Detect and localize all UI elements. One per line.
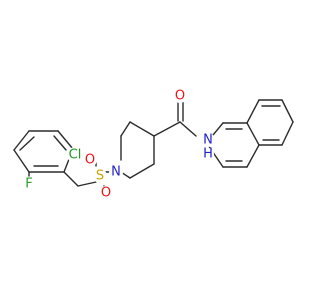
atom-o-carbonyl: O <box>175 89 185 104</box>
atom-h-amide: H <box>203 147 213 162</box>
atom-o-sulfonyl-left: O <box>85 153 95 168</box>
atom-bg-n-amide <box>201 133 215 147</box>
atom-bg-o-carbonyl <box>173 89 187 103</box>
atom-o-sulfonyl-right: O <box>101 186 111 201</box>
atom-n-amide: N <box>203 133 213 148</box>
bond-aryl-5 <box>13 149 30 173</box>
atom-bg-o-sulfonyl-right <box>99 186 113 200</box>
bond-aryl-4 <box>13 130 30 151</box>
atom-label-layer: O N H N S O O Cl F <box>22 89 215 201</box>
bond-pip-c3-c2 <box>129 163 155 179</box>
bond-pip-c5-c4 <box>129 121 155 137</box>
bond-carbonyl-to-n <box>179 121 197 137</box>
atom-n-piperidine: N <box>111 165 121 180</box>
atom-f: F <box>25 177 32 192</box>
atom-bg-cl <box>67 147 83 163</box>
molecule-diagram: O N H N S O O Cl F <box>13 89 294 201</box>
bond-naph-9 <box>246 144 260 168</box>
bond-pip-c6-c5 <box>120 121 131 137</box>
atom-s-sulfonyl: S <box>96 169 104 184</box>
atom-bg-n-piperidine <box>109 165 123 179</box>
bond-layer <box>13 99 294 191</box>
bond-naph-8 <box>246 122 260 146</box>
bond-naph-3 <box>246 99 260 124</box>
bond-s-to-ch2 <box>77 181 97 187</box>
bond-naph-5 <box>281 99 294 123</box>
atom-cl: Cl <box>69 148 82 163</box>
atom-bg-f <box>22 177 36 191</box>
bond-aryl-2 <box>57 130 74 150</box>
bond-aryl-inner-1 <box>53 135 67 151</box>
bond-ch2-to-aryl <box>63 171 79 187</box>
bond-aryl-inner-2 <box>19 136 35 151</box>
atom-bg-h-amide <box>202 148 214 160</box>
bond-naph-6 <box>281 121 294 146</box>
atom-bg-o-sulfonyl-left <box>83 153 97 167</box>
atom-bg-s-sulfonyl <box>93 169 107 183</box>
bond-carbonyl-to-piperidine <box>153 121 181 137</box>
